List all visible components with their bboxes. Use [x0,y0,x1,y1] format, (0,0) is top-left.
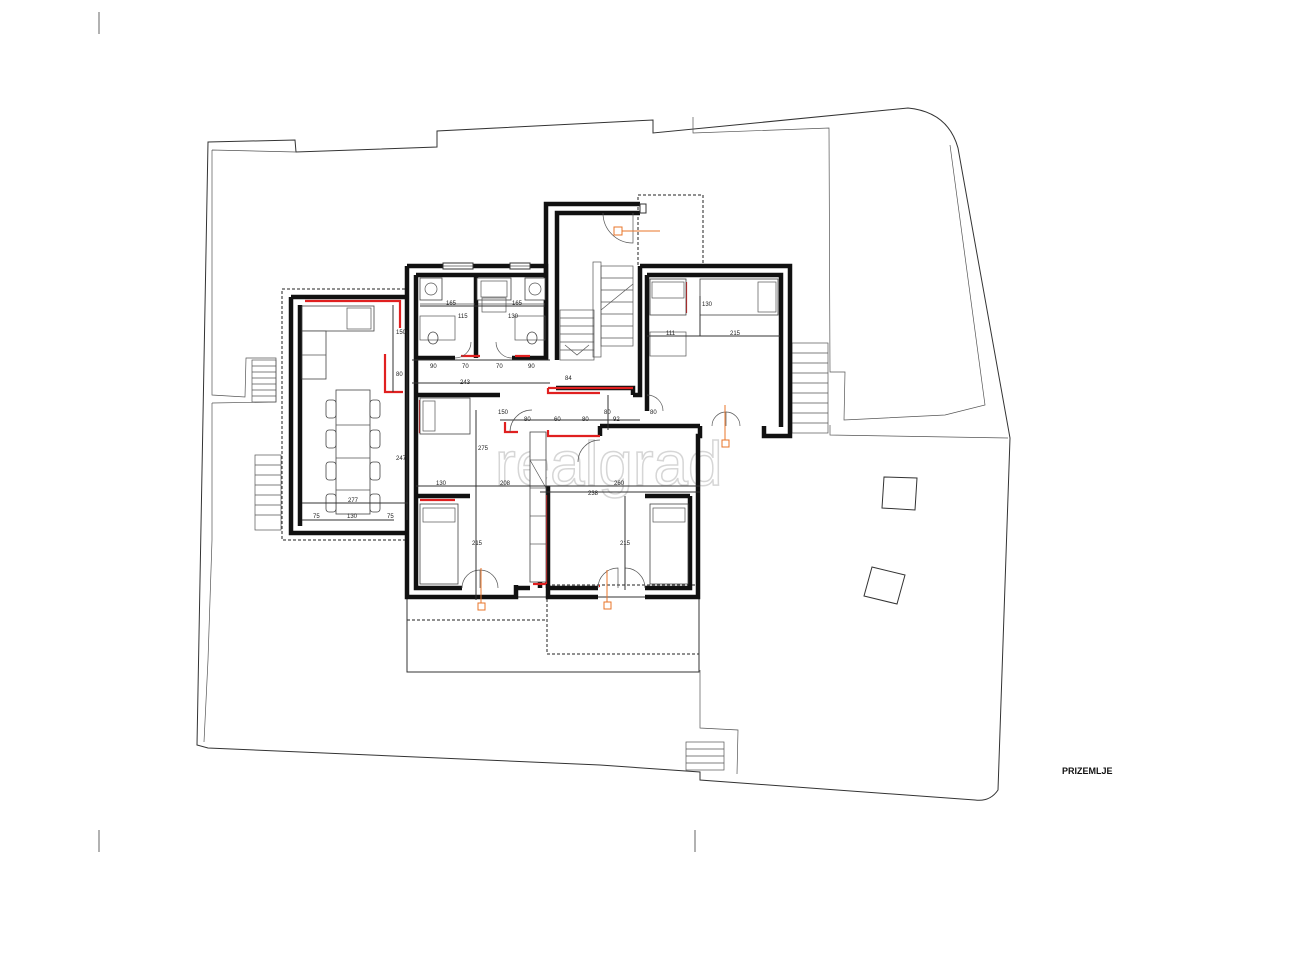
site-boundary [196,107,1011,801]
dim-hall-g: 80 [582,417,589,423]
electrical-markers [477,226,730,611]
dim-corridor-d: 90 [528,364,535,370]
interior-stair [559,261,634,361]
dim-corridor-a: 90 [430,364,437,370]
dim-bed-top-depth: 130 [702,302,713,308]
dim-corridor-len: 243 [460,380,471,386]
dim-bed-left-depth: 215 [472,541,483,547]
dim-kitchen-top: 150 [396,330,407,336]
bathroom-fixtures [419,277,546,345]
dim-bath-left-depth: 115 [458,314,468,320]
dim-hall-f: 60 [554,417,561,423]
wardrobe [529,431,547,583]
dim-hall-j: 80 [650,410,657,416]
exterior-stair-right [685,342,829,771]
dim-room-mid-w1: 130 [436,481,447,487]
dim-room-top-left: 150 [498,410,509,416]
dim-bed-top-w2: 215 [730,331,741,337]
windows [442,203,647,270]
dim-corridor-c: 70 [496,364,503,370]
dim-bath-right-width: 165 [512,301,523,307]
exterior-stair-left [251,359,282,531]
dim-bed-top-w1: 111 [666,331,676,337]
dim-living-seg3: 75 [387,514,394,520]
dimension-lines [302,296,780,600]
dim-hall-h: 92 [613,417,620,423]
dim-living-seg1: 75 [313,514,320,520]
dim-living-seg2: 130 [347,514,358,520]
crop-marks [98,12,696,852]
kitchen-living-furniture [301,305,381,515]
beds [419,278,779,585]
dim-hall-height: 80 [396,372,403,378]
dim-bath-right-depth: 130 [508,314,519,320]
dimension-labels: 165 165 115 130 150 90 70 70 90 243 80 8… [313,301,741,547]
garden-elements [863,476,918,605]
dim-bath-left-width: 165 [446,301,457,307]
dim-corridor-b: 70 [462,364,469,370]
south-terrace [406,596,700,673]
sheet-label: PRIZEMLJE [1062,766,1113,776]
dim-room-mid-w3: 238 [588,491,599,497]
dim-living-depth: 247 [396,456,407,462]
dim-bed-right-depth: 215 [620,541,631,547]
dim-room-mid-w2: 208 [500,481,511,487]
dim-room-left-depth: 275 [478,446,489,452]
dim-living-width: 277 [348,498,359,504]
dim-room-mid-w4: 260 [614,481,625,487]
dim-hall-e: 80 [524,417,531,423]
watermark-text: realgrad [495,430,722,499]
dim-hall-i: 80 [604,410,611,416]
dim-stair: 84 [565,376,572,382]
